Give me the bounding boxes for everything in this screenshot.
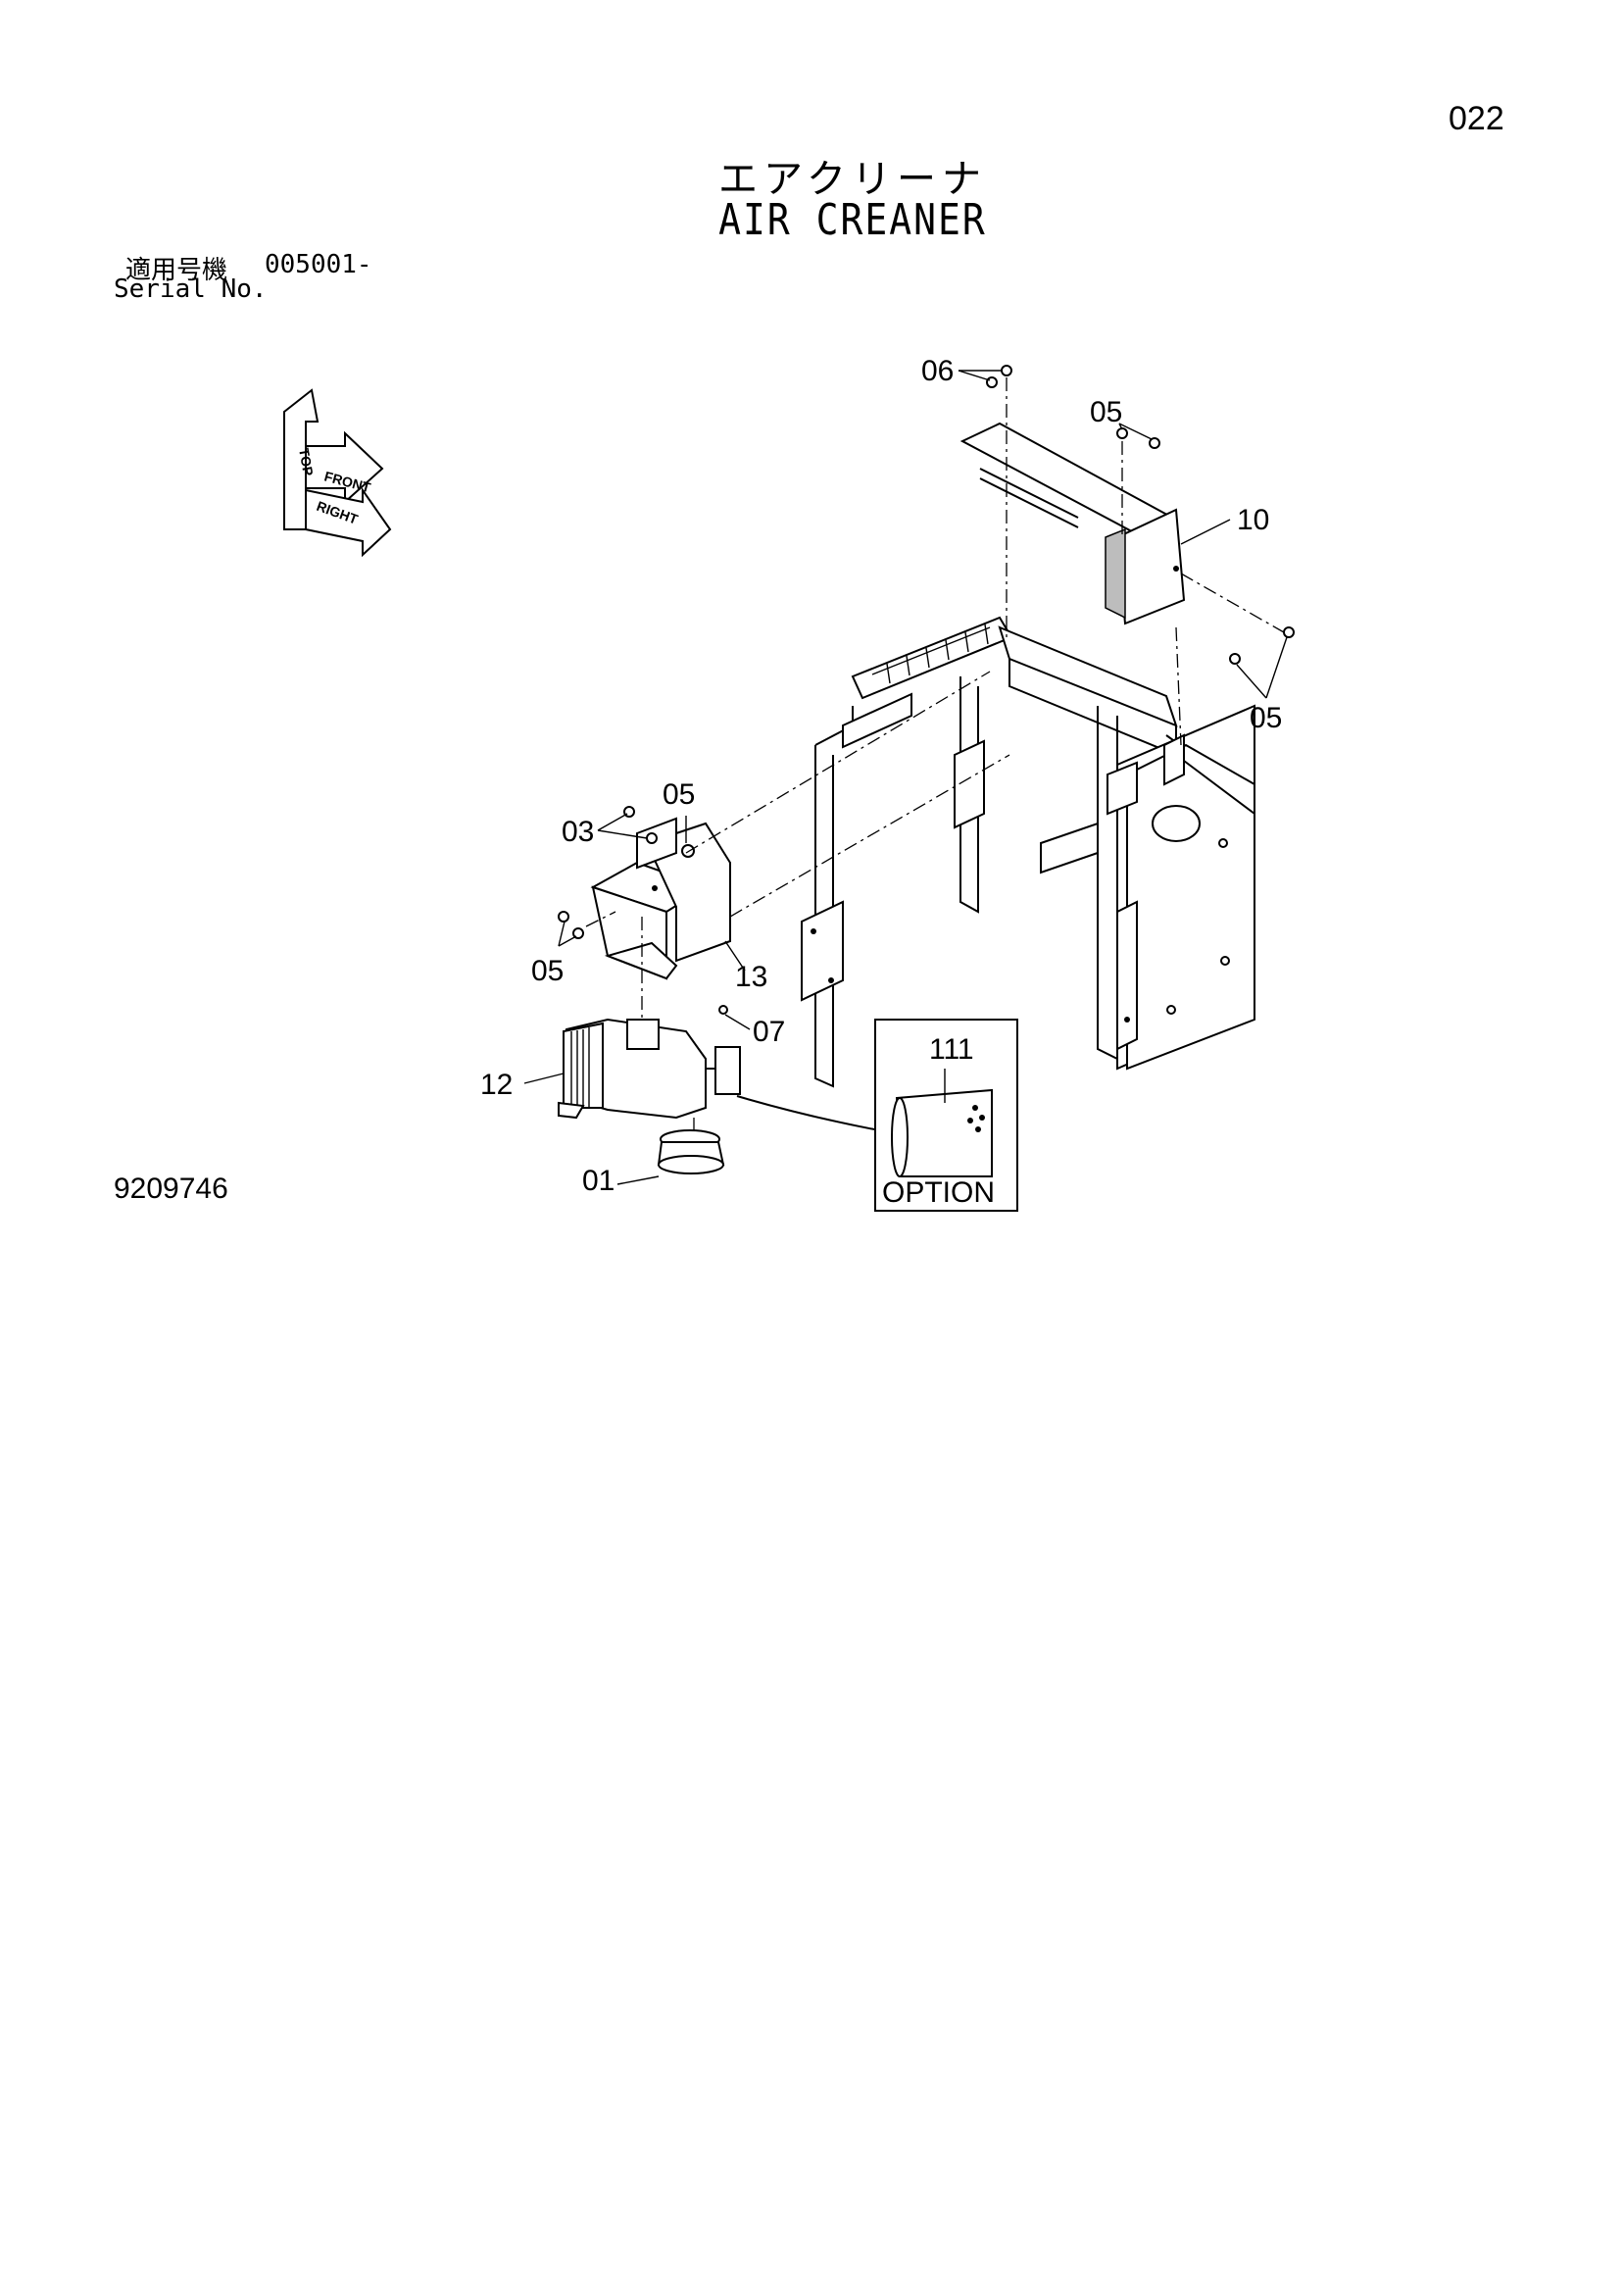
leader-lines: [523, 370, 1288, 1185]
intake-elbow: [657, 1129, 725, 1174]
drawing-number: 9209746: [114, 1173, 228, 1205]
callout-01: 01: [582, 1165, 615, 1197]
cover-plate: [959, 422, 1186, 625]
callout-06: 06: [921, 355, 954, 387]
option-element: [874, 1019, 1018, 1212]
direction-label-top: TOP: [296, 447, 317, 477]
serial-number-value: 005001-: [265, 250, 372, 279]
callout-05-top: 05: [1090, 396, 1122, 428]
bolt-icons: [558, 365, 1295, 1015]
air-cleaner-bracket: [590, 817, 731, 980]
page-number: 022: [1449, 100, 1504, 137]
main-frame-outline: [801, 616, 1255, 1088]
callout-12: 12: [480, 1069, 513, 1101]
callout-05-mid: 05: [663, 778, 695, 811]
callout-111: 111: [929, 1033, 974, 1066]
callout-05-left: 05: [531, 955, 564, 987]
callout-13: 13: [735, 961, 767, 993]
callout-07: 07: [753, 1016, 785, 1048]
direction-indicator-icon: TOP FRONT RIGHT: [283, 388, 392, 558]
air-cleaner-body: [558, 1018, 741, 1120]
callout-10: 10: [1237, 504, 1269, 536]
callout-05-right: 05: [1250, 702, 1282, 734]
page-title-english: AIR CREANER: [718, 194, 987, 245]
serial-label-japanese: 適用号機: [125, 256, 228, 285]
callout-03: 03: [562, 816, 594, 848]
serial-label-english: Serial No.: [114, 275, 268, 304]
assembly-lines: [585, 377, 1285, 1135]
page-title-japanese: エアクリーナ: [718, 157, 987, 202]
option-label: OPTION: [882, 1176, 995, 1209]
